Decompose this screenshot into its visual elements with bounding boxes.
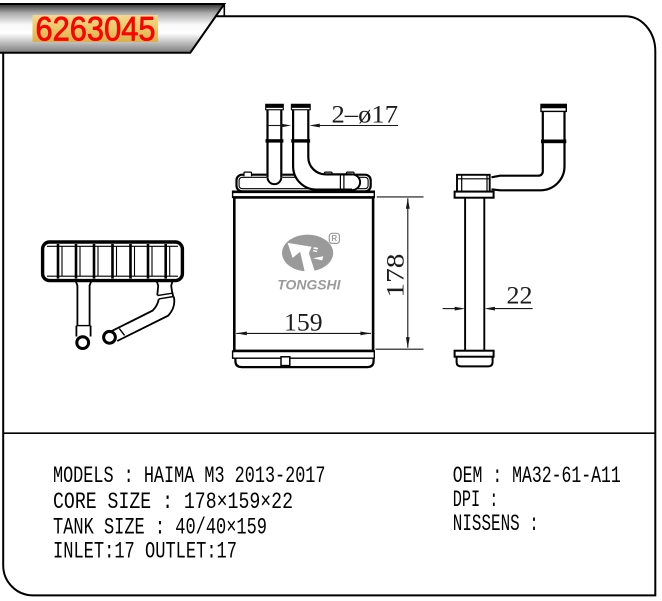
svg-text:DPI :: DPI : <box>453 487 499 514</box>
svg-text:TANK SIZE : 40/40×159: TANK SIZE : 40/40×159 <box>53 515 267 542</box>
svg-text:6263045: 6263045 <box>36 10 156 48</box>
svg-text:178: 178 <box>381 254 410 298</box>
svg-text:159: 159 <box>284 307 323 336</box>
svg-text:TONGSHI: TONGSHI <box>277 278 341 294</box>
svg-text:INLET:17 OUTLET:17: INLET:17 OUTLET:17 <box>53 539 237 566</box>
svg-text:OEM : MA32-61-A11: OEM : MA32-61-A11 <box>453 463 621 490</box>
svg-text:R: R <box>331 234 337 243</box>
svg-text:22: 22 <box>507 281 533 310</box>
svg-text:NISSENS :: NISSENS : <box>453 511 539 538</box>
svg-text:CORE SIZE : 178×159×22: CORE SIZE : 178×159×22 <box>53 489 293 516</box>
svg-text:2–ø17: 2–ø17 <box>332 99 399 128</box>
svg-text:MODELS : HAIMA M3 2013-2017: MODELS : HAIMA M3 2013-2017 <box>53 463 326 490</box>
